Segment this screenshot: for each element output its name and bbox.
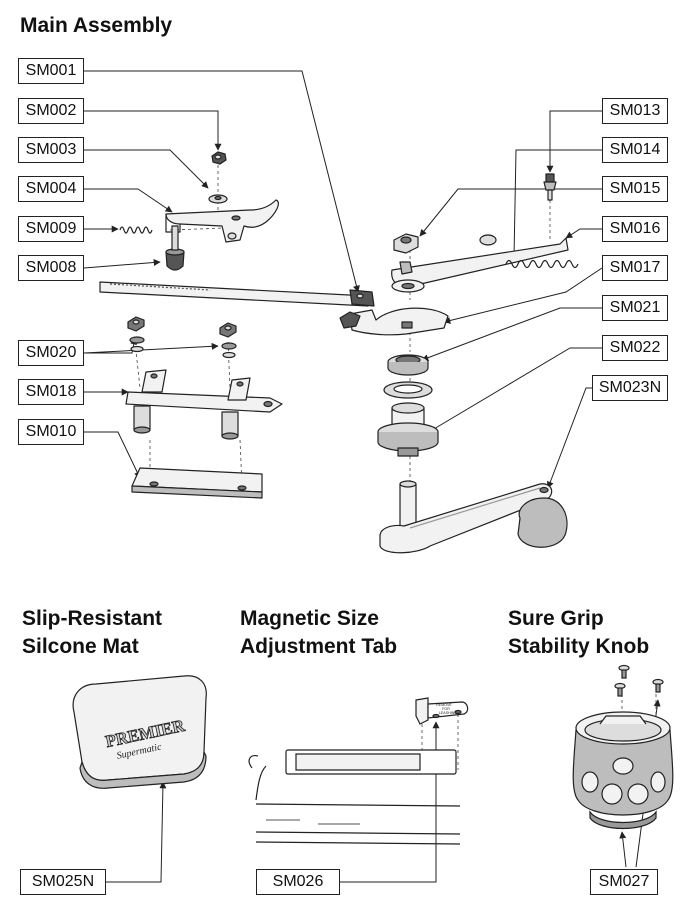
leader-sm016	[565, 228, 602, 239]
label-sm022: SM022	[602, 335, 668, 361]
mat-title-line2: Silcone Mat	[22, 635, 139, 658]
leader-sm010	[84, 431, 141, 479]
tab-marking-leashing: LEASHING	[439, 711, 457, 715]
mat-title-line1: Slip-Resistant	[22, 607, 163, 630]
label-sm002: SM002	[18, 98, 84, 124]
sm021-bushing	[387, 354, 429, 376]
leader-sm017	[443, 267, 603, 324]
spindle-hub	[377, 402, 439, 457]
sm020-nut-right	[219, 322, 237, 359]
main-assembly-title: Main Assembly	[20, 14, 173, 37]
sm013-pin	[543, 173, 557, 201]
knob-screws	[614, 664, 664, 697]
label-sm009: SM009	[18, 216, 84, 242]
knob-title-line1: Sure Grip	[508, 607, 604, 630]
leader-lines	[83, 70, 661, 883]
leader-sm001	[84, 70, 360, 293]
sm016-arm	[391, 234, 569, 293]
sm010-base-plate	[131, 467, 263, 499]
leader-sm026	[340, 721, 440, 883]
sm026-tab-illustration: REMOVE FOR LEASHING	[248, 697, 469, 845]
tab-title-line1: Magnetic Size	[240, 607, 379, 630]
tab-marking-remove: REMOVE	[436, 703, 452, 707]
sm008-rubber-tip	[165, 225, 185, 271]
leader-sm004	[84, 188, 173, 213]
tab-marking-for: FOR	[442, 707, 450, 711]
leader-sm013	[546, 110, 602, 173]
leader-sm025n	[106, 781, 167, 883]
label-sm003: SM003	[18, 137, 84, 163]
knob-title-line2: Stability Knob	[508, 635, 650, 658]
leader-sm014	[510, 149, 602, 259]
label-sm014: SM014	[602, 137, 668, 163]
sm020-nut-left	[127, 316, 145, 353]
sm002-lock-nut	[211, 151, 227, 165]
sm003-washer	[208, 194, 228, 204]
leader-sm002	[84, 110, 222, 151]
leader-sm022	[411, 347, 602, 443]
label-sm008: SM008	[18, 255, 84, 281]
leader-sm008	[83, 259, 161, 269]
sm001-rack-bar	[99, 281, 375, 307]
leader-sm021	[421, 307, 602, 362]
label-sm027: SM027	[590, 869, 658, 895]
leader-sm003	[84, 149, 209, 189]
sm027-knob-illustration	[572, 664, 674, 829]
leader-sm015	[419, 188, 602, 237]
sm014-spring	[505, 259, 579, 269]
sm018-bracket	[125, 369, 283, 440]
label-sm018: SM018	[18, 379, 84, 405]
main-assembly-parts	[99, 151, 579, 554]
sm022-ring	[383, 381, 433, 399]
label-sm013: SM013	[602, 98, 668, 124]
leader-sm020b	[83, 342, 219, 354]
leader-sm023n	[546, 387, 592, 489]
sm017-cam-plate	[339, 307, 449, 336]
label-sm026: SM026	[256, 869, 340, 895]
tab-title-line2: Adjustment Tab	[240, 635, 398, 658]
label-sm020: SM020	[18, 340, 84, 366]
label-sm010: SM010	[18, 419, 84, 445]
label-sm016: SM016	[602, 216, 668, 242]
sm025n-mat: PREMIER Supermatic	[72, 675, 207, 789]
label-sm001: SM001	[18, 58, 84, 84]
label-sm015: SM015	[602, 176, 668, 202]
label-sm004: SM004	[18, 176, 84, 202]
sm009-spring	[119, 226, 153, 234]
sm015-nut	[393, 233, 419, 254]
assembly-guides	[134, 165, 657, 770]
leader-sm027a	[619, 831, 627, 868]
sm023n-crank-handle	[379, 480, 568, 554]
label-sm023n: SM023N	[592, 375, 668, 401]
label-sm017: SM017	[602, 255, 668, 281]
label-sm021: SM021	[602, 295, 668, 321]
sm004-lever	[165, 199, 279, 243]
label-sm025n: SM025N	[20, 869, 106, 895]
